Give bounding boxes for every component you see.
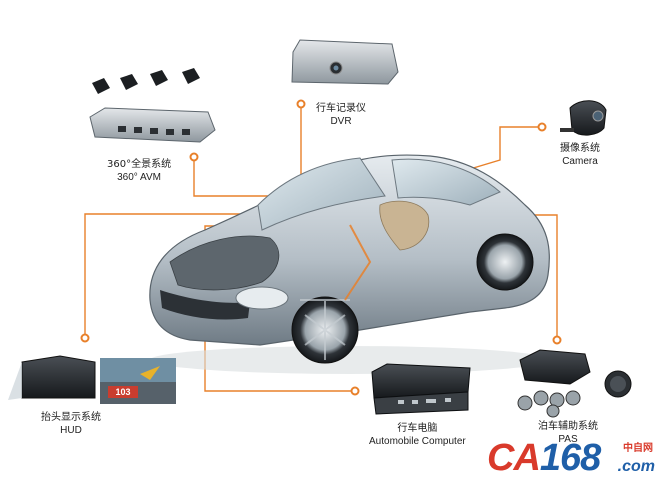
label-dvr-zh: 行车记录仪 <box>316 103 366 114</box>
connector-avm <box>193 157 270 197</box>
dot-avm <box>189 152 199 162</box>
label-computer-en: Automobile Computer <box>369 436 466 447</box>
dot-hud <box>80 333 90 343</box>
logo-168: 168 <box>539 437 601 479</box>
hud-screen <box>100 358 176 404</box>
label-hud-en: HUD <box>60 425 82 436</box>
label-pas-zh: 泊车辅助系统 <box>538 421 598 432</box>
label-dvr-en: DVR <box>330 116 352 127</box>
connector-pas <box>532 214 558 340</box>
label-computer: 行车电脑 Automobile Computer <box>369 422 466 448</box>
pas-sensors <box>517 390 581 418</box>
computer-device <box>371 363 471 415</box>
dot-dvr <box>296 99 306 109</box>
car-rear-wheel <box>476 233 534 291</box>
car-seats <box>379 200 430 251</box>
logo-ca: CA <box>487 437 541 479</box>
label-camera-en: Camera <box>562 156 598 167</box>
label-dvr: 行车记录仪 DVR <box>316 102 366 128</box>
label-pas-en: PAS <box>558 434 578 445</box>
car-engine <box>169 235 280 291</box>
hud-device <box>8 355 96 400</box>
car-windshield <box>257 157 386 231</box>
dvr-device <box>291 39 399 85</box>
car-headlight <box>235 286 289 310</box>
label-hud: 抬头显示系统 HUD <box>41 411 101 437</box>
car-grille <box>160 290 250 320</box>
watermark-domain: .com <box>617 458 655 475</box>
car-side-window <box>391 158 501 206</box>
hud-screen-speed: 103 <box>115 387 131 397</box>
label-avm-en: 360° AVM <box>117 172 161 183</box>
avm-device <box>89 107 216 143</box>
camera-device <box>560 100 607 136</box>
car-illustration <box>149 154 550 374</box>
dot-pas <box>552 335 562 345</box>
label-avm: 360°全景系统 360° AVM <box>107 158 171 184</box>
watermark-zh: 中自网 <box>623 443 653 454</box>
label-camera-zh: 摄像系统 <box>560 143 600 154</box>
pas-device <box>519 349 591 385</box>
pas-buzzer <box>604 370 632 398</box>
label-computer-zh: 行车电脑 <box>397 423 438 434</box>
connector-hud <box>84 213 240 338</box>
label-pas: 泊车辅助系统 PAS <box>538 420 598 446</box>
ca168-watermark: CA168 中自网 .com <box>487 436 659 480</box>
dot-camera <box>537 122 547 132</box>
label-avm-zh: 360°全景系统 <box>107 159 172 170</box>
label-camera: 摄像系统 Camera <box>560 142 600 168</box>
avm-cameras <box>92 68 200 94</box>
dot-computer <box>350 386 360 396</box>
ca168-logo: CA168 <box>487 436 601 480</box>
label-hud-zh: 抬头显示系统 <box>41 412 101 423</box>
connector-dots <box>80 99 562 396</box>
